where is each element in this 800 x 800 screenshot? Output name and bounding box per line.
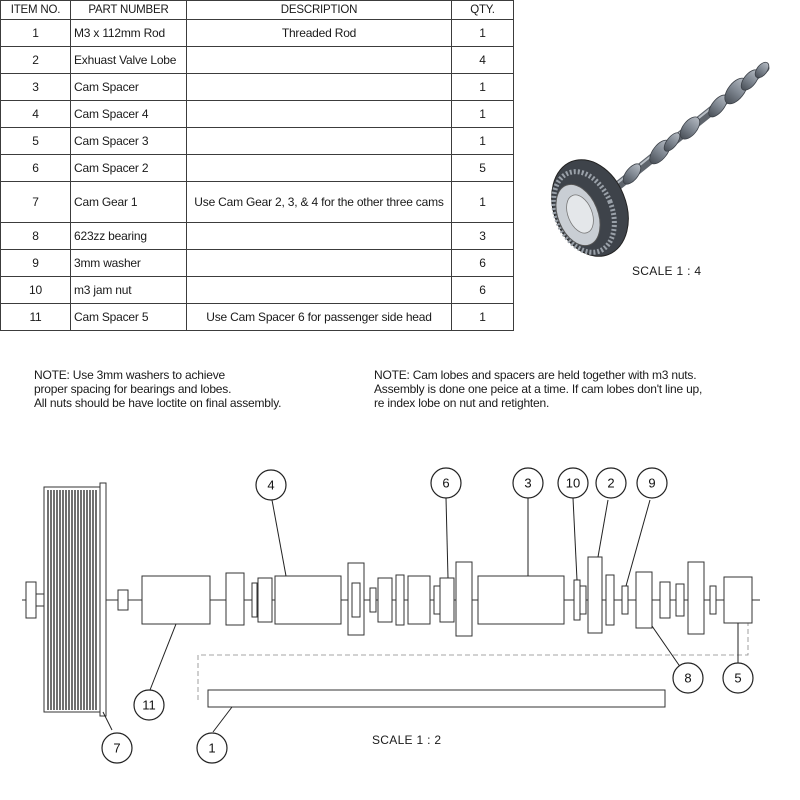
balloon-label: 8 — [684, 671, 691, 686]
end-washer-left — [35, 593, 45, 607]
balloon-2: 2 — [595, 467, 627, 499]
cell-desc — [186, 222, 452, 250]
balloon-9: 9 — [636, 467, 668, 499]
cell-item: 1 — [0, 19, 71, 47]
iso-lobes — [622, 61, 770, 185]
cell-desc — [186, 127, 452, 155]
table-row: 11 Cam Spacer 5 Use Cam Spacer 6 for pas… — [0, 303, 514, 331]
cell-part: Cam Spacer 5 — [70, 303, 187, 331]
cell-desc — [186, 46, 452, 74]
cell-item: 7 — [0, 181, 71, 223]
cell-qty: 3 — [451, 222, 514, 250]
cell-qty: 1 — [451, 127, 514, 155]
cell-desc — [186, 100, 452, 128]
end-nut-left — [25, 581, 37, 619]
balloon-7: 7 — [101, 732, 133, 764]
table-row: 1 M3 x 112mm Rod Threaded Rod 1 — [0, 19, 514, 47]
bill-of-materials-table: ITEM NO. PART NUMBER DESCRIPTION QTY. 1 … — [0, 0, 514, 331]
balloon-10: 10 — [557, 467, 589, 499]
header-part-number: PART NUMBER — [70, 0, 187, 20]
cell-desc — [186, 276, 452, 304]
leader-lines — [102, 497, 739, 733]
table-row: 4 Cam Spacer 4 1 — [0, 100, 514, 128]
note-assembly: NOTE: Cam lobes and spacers are held tog… — [374, 368, 703, 410]
cell-desc: Threaded Rod — [186, 19, 452, 47]
cell-part: Exhuast Valve Lobe — [70, 46, 187, 74]
balloon-label: 6 — [442, 476, 449, 491]
cell-qty: 6 — [451, 249, 514, 277]
table-row: 2 Exhuast Valve Lobe 4 — [0, 46, 514, 74]
cell-qty: 1 — [451, 303, 514, 331]
table-row: 10 m3 jam nut 6 — [0, 276, 514, 304]
header-description: DESCRIPTION — [186, 0, 452, 20]
camshaft-side-view-drawing: 4 6 3 10 2 9 11 8 5 7 1 — [22, 467, 760, 764]
header-item-no: ITEM NO. — [0, 0, 71, 20]
balloon-label: 11 — [142, 698, 156, 713]
balloon-1: 1 — [196, 732, 228, 764]
table-row: 3 Cam Spacer 1 — [0, 73, 514, 101]
cell-desc: Use Cam Gear 2, 3, & 4 for the other thr… — [186, 181, 452, 223]
cell-qty: 1 — [451, 73, 514, 101]
cell-part: Cam Gear 1 — [70, 181, 187, 223]
cell-part: m3 jam nut — [70, 276, 187, 304]
cell-part: Cam Spacer 3 — [70, 127, 187, 155]
balloon-label: 5 — [734, 671, 741, 686]
threaded-rod — [207, 689, 666, 708]
camshaft-isometric-render — [551, 61, 770, 257]
cell-desc: Use Cam Spacer 6 for passenger side head — [186, 303, 452, 331]
table-row: 5 Cam Spacer 3 1 — [0, 127, 514, 155]
balloon-label: 1 — [208, 741, 215, 756]
cell-item: 4 — [0, 100, 71, 128]
cell-part: Cam Spacer 4 — [70, 100, 187, 128]
table-row: 8 623zz bearing 3 — [0, 222, 514, 250]
cell-qty: 4 — [451, 46, 514, 74]
cell-item: 8 — [0, 222, 71, 250]
table-row: 6 Cam Spacer 2 5 — [0, 154, 514, 182]
balloon-label: 7 — [113, 741, 120, 756]
cell-qty: 1 — [451, 100, 514, 128]
balloon-6: 6 — [430, 467, 462, 499]
balloon-5: 5 — [722, 662, 754, 694]
balloon-label: 3 — [524, 476, 531, 491]
table-header-row: ITEM NO. PART NUMBER DESCRIPTION QTY. — [0, 0, 514, 20]
cell-item: 9 — [0, 249, 71, 277]
cell-part: M3 x 112mm Rod — [70, 19, 187, 47]
cell-item: 3 — [0, 73, 71, 101]
balloon-label: 2 — [607, 476, 614, 491]
cell-qty: 5 — [451, 154, 514, 182]
balloon-3: 3 — [512, 467, 544, 499]
table-row: 9 3mm washer 6 — [0, 249, 514, 277]
cell-part: 3mm washer — [70, 249, 187, 277]
cell-part: Cam Spacer — [70, 73, 187, 101]
cell-item: 11 — [0, 303, 71, 331]
cell-part: 623zz bearing — [70, 222, 187, 250]
cell-item: 5 — [0, 127, 71, 155]
note-washers: NOTE: Use 3mm washers to achieve proper … — [34, 368, 282, 410]
cell-qty: 1 — [451, 181, 514, 223]
balloon-11: 11 — [133, 689, 165, 721]
cell-part: Cam Spacer 2 — [70, 154, 187, 182]
table-row: 7 Cam Gear 1 Use Cam Gear 2, 3, & 4 for … — [0, 181, 514, 223]
header-qty: QTY. — [451, 0, 514, 20]
balloon-label: 9 — [648, 476, 655, 491]
cell-item: 2 — [0, 46, 71, 74]
cam-gear — [43, 482, 107, 717]
cell-desc — [186, 73, 452, 101]
cell-qty: 1 — [451, 19, 514, 47]
scale-caption-side: SCALE 1 : 2 — [372, 733, 442, 747]
cell-qty: 6 — [451, 276, 514, 304]
cell-item: 10 — [0, 276, 71, 304]
cell-desc — [186, 249, 452, 277]
balloon-label: 10 — [566, 476, 580, 491]
balloon-label: 4 — [267, 478, 274, 493]
scale-caption-iso: SCALE 1 : 4 — [632, 264, 702, 278]
cell-item: 6 — [0, 154, 71, 182]
cell-desc — [186, 154, 452, 182]
iso-cam-gear — [551, 159, 629, 257]
balloon-4: 4 — [255, 469, 287, 501]
balloon-8: 8 — [672, 662, 704, 694]
shaft-components — [117, 556, 753, 637]
